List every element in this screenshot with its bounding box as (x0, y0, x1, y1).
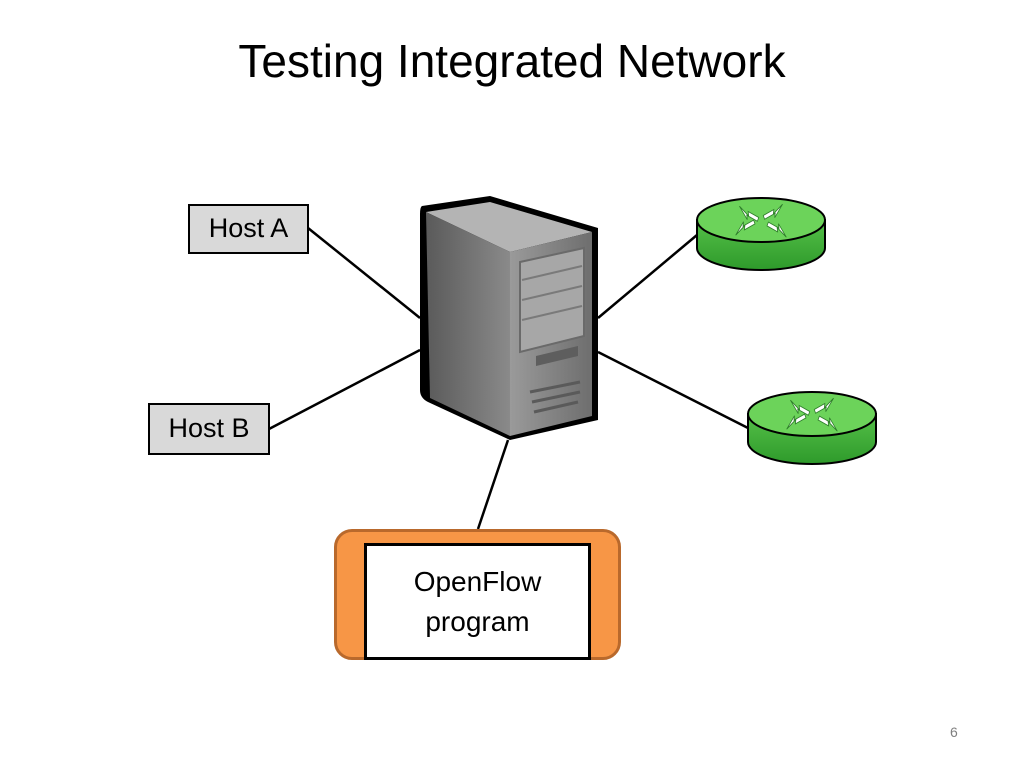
router-icon (696, 197, 826, 271)
openflow-program-box: OpenFlow program (364, 543, 591, 660)
page-number: 6 (950, 724, 958, 740)
host-b-node: Host B (148, 403, 270, 455)
link-router-bottom (597, 350, 749, 430)
link-router-top (597, 234, 698, 319)
connection-lines (268, 227, 749, 530)
router-icon (747, 391, 877, 465)
slide-title: Testing Integrated Network (238, 35, 786, 87)
server-icon (420, 196, 598, 440)
host-a-node: Host A (188, 204, 309, 254)
program-label-line2: program (425, 605, 530, 637)
link-program (476, 439, 510, 530)
program-label-line1: OpenFlow (413, 565, 542, 597)
link-host-a (307, 227, 421, 319)
link-host-b (268, 348, 421, 431)
